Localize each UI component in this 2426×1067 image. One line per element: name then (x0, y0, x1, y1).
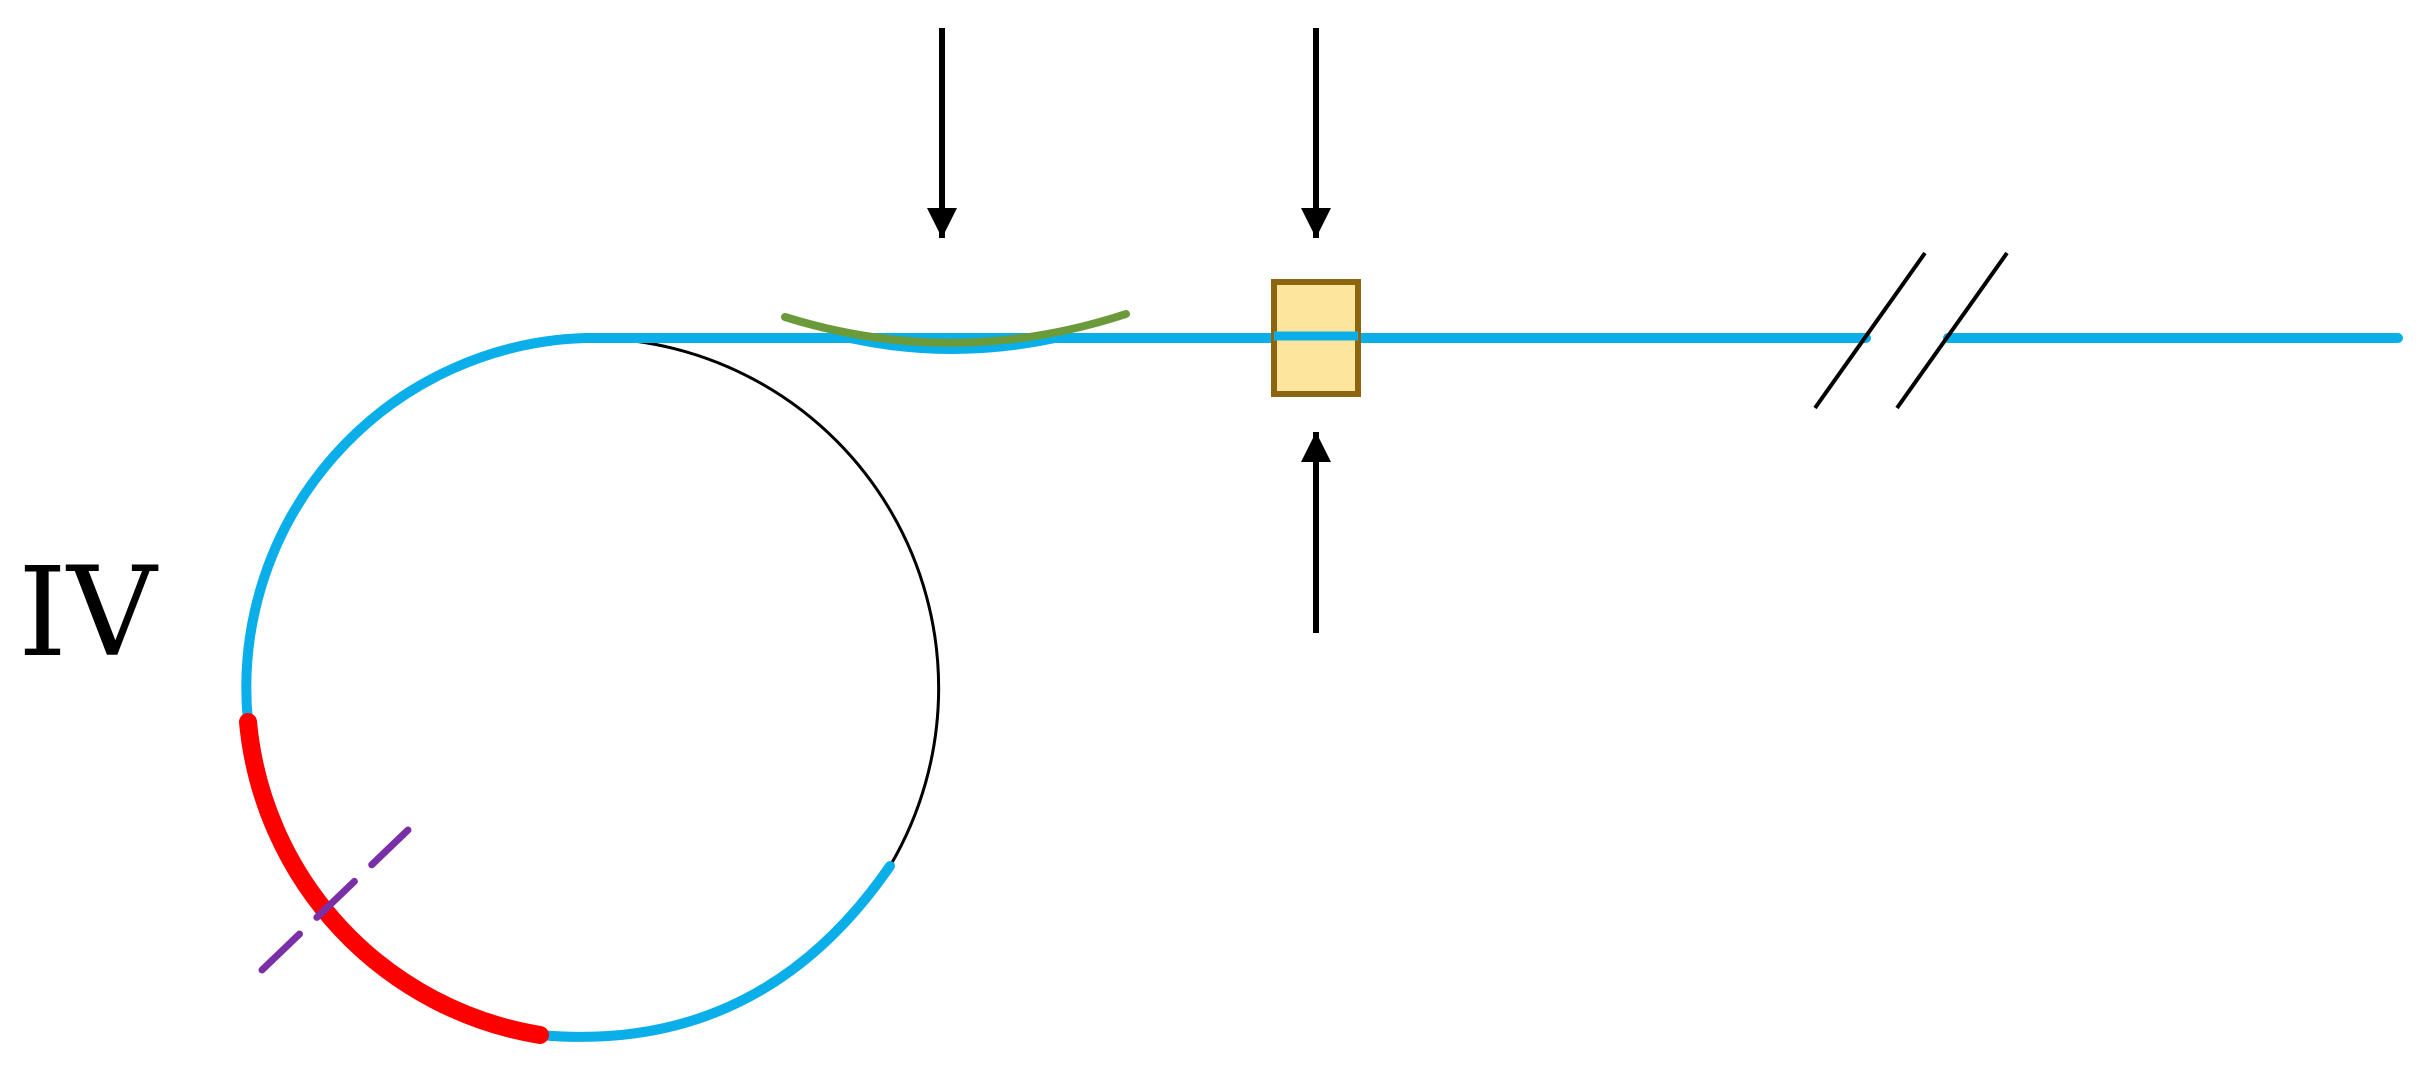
dashed-cut-line (258, 826, 412, 974)
roman-numeral-label: IV (18, 541, 159, 685)
loop-red-segment (239, 713, 549, 1044)
loop-upper-left-arc (241, 333, 590, 727)
fiber-dip (845, 333, 1060, 354)
loop-bottom-arc (535, 861, 895, 1042)
loop-thin-arc (584, 336, 941, 867)
break-mark-left (1813, 251, 1927, 410)
coupler-curve (781, 310, 1130, 347)
break-mark-right (1895, 251, 2009, 410)
